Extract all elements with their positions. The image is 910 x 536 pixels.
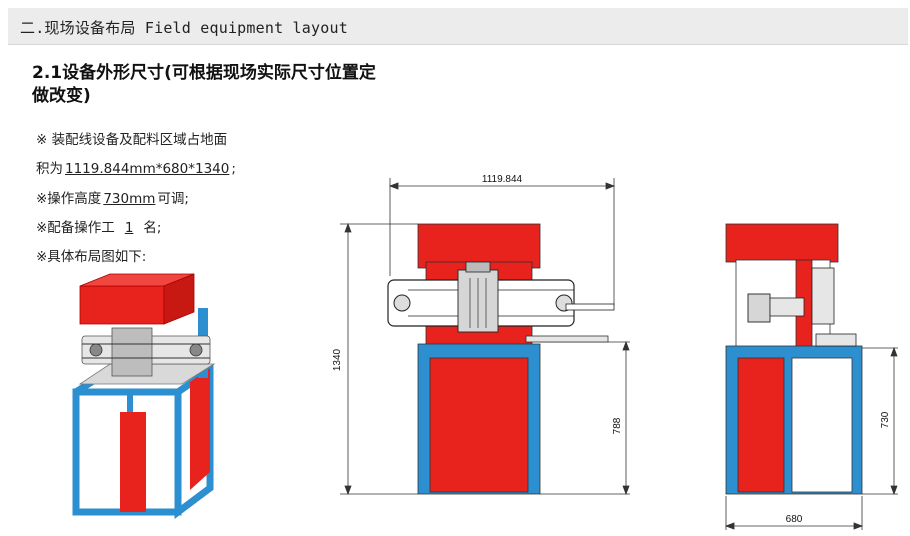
spec-layout-label: ※具体布局图如下: [36,249,147,265]
iso-red-cabinet-left [120,412,146,512]
front-view-drawing: 1119.844 1340 788 [332,174,630,496]
iso-pulley-left [89,343,103,357]
side-table-height-label: 730 [880,411,891,428]
spec-area-value: 1119.844mm*680*1340 [65,161,230,177]
spec-height-prefix: ※操作高度 [36,191,102,207]
spec-line-area: ※ 装配线设备及配料区域占地面 [36,128,227,148]
side-red-cabinet [737,357,785,493]
side-cylinder [811,267,835,325]
spec-line-layout: ※具体布局图如下: [36,245,146,265]
front-top-box [417,223,541,269]
iso-pulley-right [189,343,203,357]
front-total-height-label: 1340 [332,348,343,371]
iso-top-box-side [163,273,195,325]
side-top-box [725,223,839,263]
spec-area-label: ※ 装配线设备及配料区域占地面 [36,132,228,148]
side-width-label: 680 [786,514,803,525]
spec-operators-suffix: 名; [143,220,162,236]
spec-area-suffix: ; [231,161,236,177]
side-table-height-dimension [862,346,898,496]
side-open-bay [791,357,853,493]
iso-gripper-assembly [111,327,153,377]
side-width-dimension [724,496,864,530]
front-pulley-left [393,294,411,312]
iso-red-cabinet-side [190,368,210,490]
section-header-bar: 二.现场设备布局 Field equipment layout [8,8,908,45]
subsection-title: 2.1设备外形尺寸(可根据现场实际尺寸位置定做改变) [32,63,376,106]
side-gripper [769,297,805,317]
iso-top-box-front [79,285,165,325]
front-width-label: 1119.844 [482,174,523,185]
spec-area-prefix: 积为 [36,161,63,177]
spec-height-suffix: 可调; [157,191,189,207]
isometric-machine-drawing [72,273,216,519]
front-extension-rail [565,303,615,311]
front-side-tray [525,335,609,343]
spec-operators-value: 1 [124,220,134,236]
spec-operators-prefix: ※配备操作工 [36,220,115,236]
spec-height-value: 730mm [103,191,156,207]
spec-line-operators: ※配备操作工 1 名; [36,216,161,236]
front-lower-cabinet [429,357,529,493]
front-total-height-dimension [340,222,418,496]
side-motor [747,293,771,323]
front-table-height-label: 788 [612,417,623,434]
section-header-title: 二.现场设备布局 Field equipment layout [20,19,348,37]
side-tray [815,333,857,347]
side-view-drawing: 680 730 [724,223,898,530]
front-width-dimension [388,178,616,306]
